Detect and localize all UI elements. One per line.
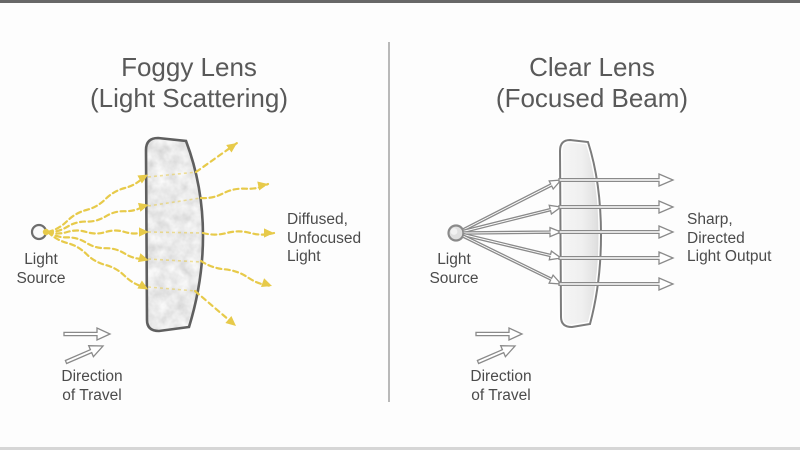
title-line: Clear Lens xyxy=(529,52,655,82)
title-line: (Light Scattering) xyxy=(90,83,288,113)
focusing-ray-in xyxy=(461,234,563,285)
focused-ray-out xyxy=(558,200,675,214)
label-line: Light xyxy=(437,251,471,268)
label-line: Direction xyxy=(61,368,123,385)
lens-internal-ray xyxy=(147,286,197,292)
scattered-ray-out xyxy=(199,182,270,200)
label-line: Source xyxy=(429,269,479,287)
ray-arrowhead xyxy=(137,174,149,184)
ray-arrowhead xyxy=(257,181,268,191)
light-source-highlight-right xyxy=(450,228,458,235)
label-line: Light xyxy=(287,248,321,265)
lens-internal-ray xyxy=(147,197,202,207)
left-direction-label: Direction of Travel xyxy=(31,368,153,405)
clear-lens-outline xyxy=(558,138,603,329)
right-light-source-label: Light Source xyxy=(414,251,494,288)
left-panel-title: Foggy Lens (Light Scattering) xyxy=(0,52,378,114)
label-line: Unfocused xyxy=(287,229,362,247)
focusing-ray-in xyxy=(462,226,563,238)
label-line: Source xyxy=(16,269,66,287)
light-source-glow-left xyxy=(42,228,50,236)
top-edge-line xyxy=(0,0,800,3)
direction-arrow xyxy=(63,326,112,342)
foggy-lens-outline xyxy=(144,136,205,333)
right-panel-title: Clear Lens (Focused Beam) xyxy=(392,52,792,114)
scattering-ray-in xyxy=(46,175,146,234)
label-line: Diffused, xyxy=(287,211,348,228)
focused-ray-out xyxy=(558,277,675,291)
ray-arrowhead xyxy=(137,280,149,290)
ray-arrowhead xyxy=(264,228,274,238)
focusing-ray-in xyxy=(461,232,563,261)
ray-arrowhead xyxy=(138,202,149,212)
label-line: of Travel xyxy=(471,386,531,404)
lens-internal-ray xyxy=(147,171,198,178)
focusing-ray-in xyxy=(461,179,563,232)
label-line: Light xyxy=(24,251,58,268)
foggy-lens-texture xyxy=(146,138,203,331)
bottom-edge-line xyxy=(0,447,800,450)
scattered-ray-out xyxy=(199,259,274,288)
foggy-lens xyxy=(144,136,205,333)
ray-arrowhead xyxy=(226,143,237,153)
scattering-ray-in xyxy=(46,230,146,289)
ray-arrowhead xyxy=(225,316,236,326)
direction-arrow xyxy=(476,345,517,365)
diffused-light-label: Diffused, Unfocused Light xyxy=(287,211,382,267)
focused-ray-out xyxy=(558,225,675,239)
lens-internal-ray xyxy=(147,258,202,263)
ray-arrowhead xyxy=(139,227,149,237)
focused-ray-out xyxy=(558,251,675,265)
focusing-ray-in xyxy=(461,204,563,234)
label-line: Light Output xyxy=(687,248,772,265)
ray-arrowhead xyxy=(137,253,149,263)
direction-arrow xyxy=(475,326,524,342)
label-line: Directed xyxy=(687,229,745,247)
scattered-ray-out xyxy=(201,230,276,236)
focused-ray-out xyxy=(558,173,675,187)
scattering-ray-in xyxy=(46,204,146,234)
left-light-source-label: Light Source xyxy=(1,251,81,288)
scattering-ray-in xyxy=(46,229,146,235)
sharp-light-label: Sharp, Directed Light Output xyxy=(687,211,797,267)
scattering-ray-in xyxy=(46,230,146,261)
right-direction-label: Direction of Travel xyxy=(440,368,562,405)
title-line: Foggy Lens xyxy=(121,52,257,82)
label-line: Direction xyxy=(470,368,532,385)
ray-arrowhead xyxy=(261,278,272,287)
label-line: Sharp, xyxy=(687,211,733,228)
title-line: (Focused Beam) xyxy=(495,83,689,113)
direction-arrow xyxy=(64,345,105,365)
label-line: of Travel xyxy=(62,386,122,404)
